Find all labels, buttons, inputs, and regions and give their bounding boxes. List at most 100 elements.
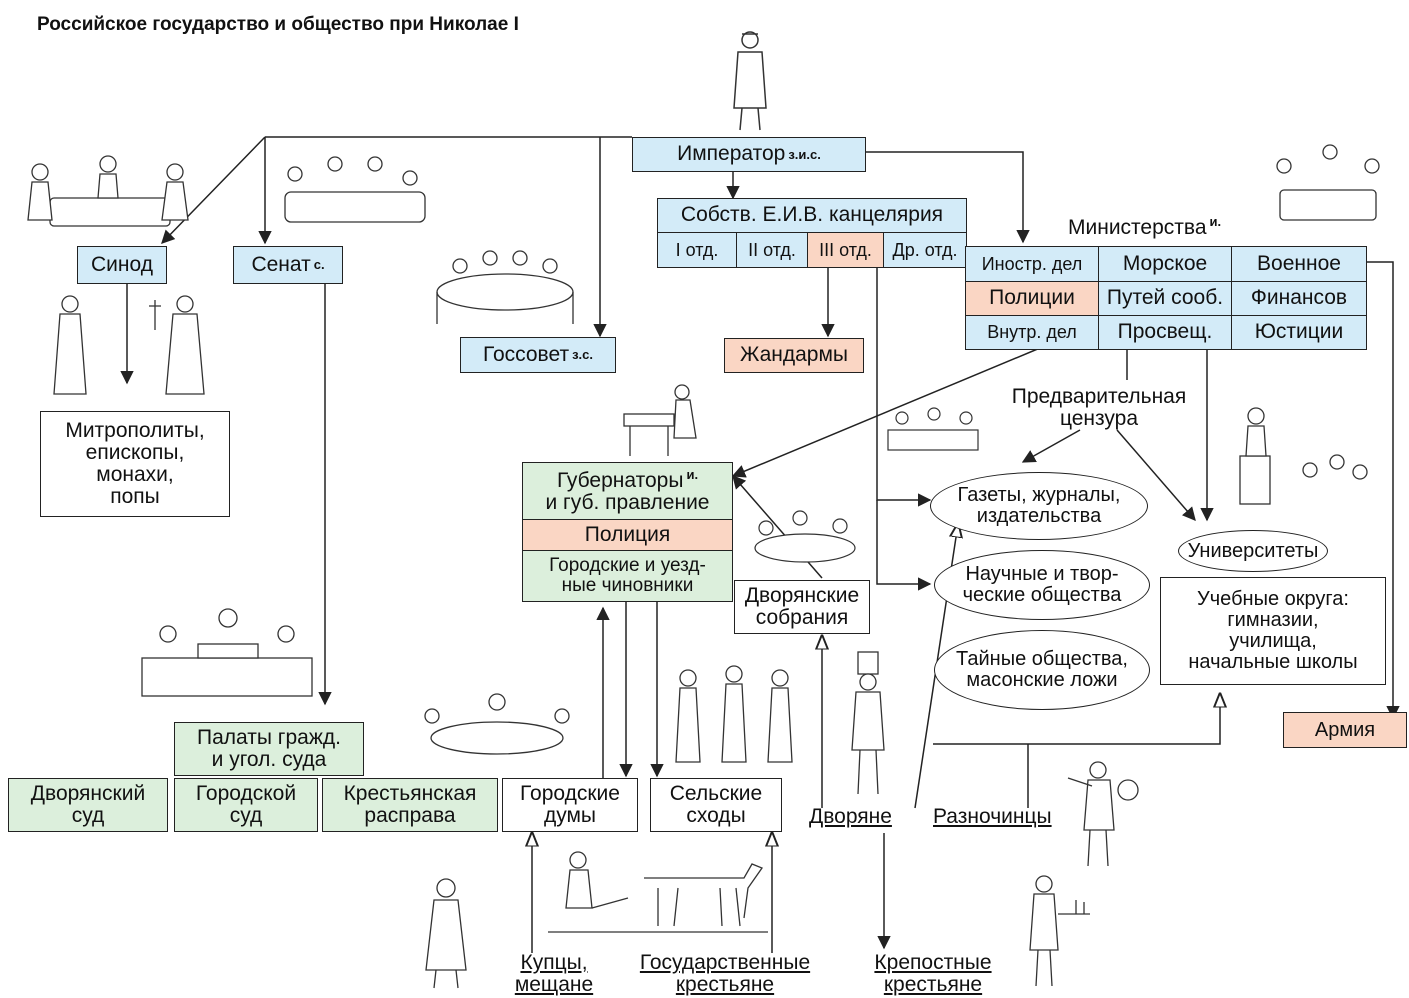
school-districts-line-2: гимназии,	[1227, 609, 1319, 631]
city-court-line-1: Городской	[195, 781, 297, 805]
gossovet-competence-mark: з.с.	[572, 347, 593, 363]
court-illustration	[141, 608, 313, 697]
ministers-illustration	[1276, 144, 1380, 221]
noble-court-line-2: суд	[71, 804, 105, 827]
peasant-court-box: Крестьянская расправа	[322, 778, 498, 832]
ministries-heading-text: Министерства	[1068, 216, 1207, 239]
dept2-label: II отд.	[748, 239, 796, 260]
ministry-justice-label: Юстиции	[1254, 320, 1344, 344]
ministry-justice: Юстиции	[1231, 315, 1367, 350]
duma-illustration	[424, 693, 570, 755]
censorship-label: Предварительная цензура	[990, 385, 1208, 431]
state-peasants-label: Государственные крестьяне	[620, 951, 830, 996]
gendarmes-box: Жандармы	[724, 338, 864, 373]
noble-court-line-1: Дворянский	[30, 781, 146, 805]
city-dumas-line-2: думы	[543, 804, 597, 827]
ministry-foreign-label: Иностр. дел	[981, 253, 1083, 274]
school-districts-line-4: начальные школы	[1188, 651, 1358, 673]
school-districts-line-1: Учебные округа:	[1197, 588, 1349, 610]
merchants-label: Купцы, мещане	[504, 951, 604, 996]
gendarmes-label: Жандармы	[739, 343, 849, 367]
governor-desk-illustration	[623, 384, 697, 456]
serfs-line-2: крестьяне	[883, 973, 983, 997]
ministry-navy: Морское	[1098, 246, 1232, 282]
school-districts-line-3: училища,	[1229, 630, 1317, 652]
governors-competence-mark: и.	[686, 466, 699, 482]
synod-meeting-illustration	[27, 155, 189, 227]
senate-meeting-illustration	[284, 156, 426, 223]
merchants-line-1: Купцы,	[520, 951, 588, 974]
clergy-illustration	[53, 295, 205, 395]
synod-box: Синод	[77, 246, 167, 284]
nobles-label: Дворяне	[809, 805, 892, 828]
peasant-court-line-2: расправа	[364, 804, 456, 827]
universities-ellipse: Университеты	[1178, 530, 1328, 572]
noble-assemblies-line-2: собрания	[755, 606, 849, 629]
clergy-line-2: епископы,	[85, 440, 185, 464]
army-label: Армия	[1314, 718, 1376, 741]
ministry-transport-label: Путей сооб.	[1106, 286, 1224, 310]
societies-line-1: Научные и твор-	[965, 563, 1119, 585]
ministry-war-label: Военное	[1257, 251, 1341, 275]
ministry-education: Просвещ.	[1098, 315, 1232, 350]
dept3-box: III отд.	[807, 232, 884, 268]
officials-line-2: ные чиновники	[561, 575, 694, 596]
peasant-court-line-1: Крестьянская	[343, 781, 477, 805]
emperor-competence-mark: з.и.с.	[788, 146, 821, 162]
societies-ellipse: Научные и твор- ческие общества	[934, 550, 1150, 620]
senate-label: Сенат	[251, 252, 311, 276]
emperor-label: Император	[677, 142, 786, 166]
raznochintsy-label: Разночинцы	[933, 805, 1052, 828]
city-court-box: Городской суд	[174, 778, 318, 832]
censorship-line-2: цензура	[1059, 407, 1139, 431]
clergy-line-4: попы	[110, 485, 160, 509]
plowing-peasant-illustration	[548, 851, 768, 933]
chancellery-box: Собств. Е.И.В. канцелярия	[657, 198, 967, 233]
ministry-transport: Путей сооб.	[1098, 281, 1232, 316]
secret-line-2: масонские ложи	[966, 669, 1118, 691]
press-line-1: Газеты, журналы,	[957, 484, 1121, 506]
synod-label: Синод	[91, 252, 153, 276]
gossovet-label: Госсовет	[482, 342, 570, 366]
censorship-line-1: Предварительная	[1011, 385, 1187, 408]
university-illustration	[1239, 407, 1368, 505]
governors-line-2: и губ. правление	[545, 491, 710, 514]
ministry-interior: Внутр. дел	[965, 315, 1099, 350]
noble-assemblies-box: Дворянские собрания	[734, 580, 870, 634]
governors-line-1: Губернаторы	[556, 468, 684, 492]
noble-assemblies-line-1: Дворянские	[744, 583, 860, 607]
ministry-interior-label: Внутр. дел	[987, 322, 1077, 343]
serfs-line-1: Крепостные	[874, 951, 992, 974]
senate-competence-mark: с.	[313, 257, 325, 273]
village-line-1: Сельские	[669, 781, 763, 805]
societies-line-2: ческие общества	[962, 584, 1122, 606]
ministry-police-label: Полиции	[989, 286, 1075, 310]
raznochintsy-text: Разночинцы	[933, 805, 1052, 828]
village-gathering-illustration	[675, 665, 793, 763]
universities-label: Университеты	[1187, 539, 1319, 562]
dept3-label: III отд.	[819, 239, 872, 260]
clergy-line-1: Митрополиты,	[65, 418, 205, 442]
ministry-navy-label: Морское	[1122, 251, 1208, 275]
chambers-line-1: Палаты гражд.	[197, 725, 341, 749]
chambers-box: Палаты гражд. и угол. суда	[174, 722, 364, 776]
village-line-2: сходы	[686, 804, 746, 827]
secret-line-1: Тайные общества,	[956, 648, 1128, 670]
press-line-2: издательства	[976, 505, 1102, 527]
emperor-figure-illustration	[733, 31, 767, 131]
ministry-police: Полиции	[965, 281, 1099, 316]
dept1-box: I отд.	[657, 232, 737, 268]
nobleman-illustration	[851, 651, 885, 795]
police-label: Полиция	[584, 522, 671, 546]
dept-other-label: Др. отд.	[892, 239, 958, 260]
gossovet-meeting-illustration	[436, 250, 574, 324]
police-box: Полиция	[522, 519, 733, 551]
ministry-education-label: Просвещ.	[1117, 320, 1213, 344]
noble-court-box: Дворянский суд	[8, 778, 168, 832]
chambers-line-2: и угол. суда	[211, 748, 327, 771]
